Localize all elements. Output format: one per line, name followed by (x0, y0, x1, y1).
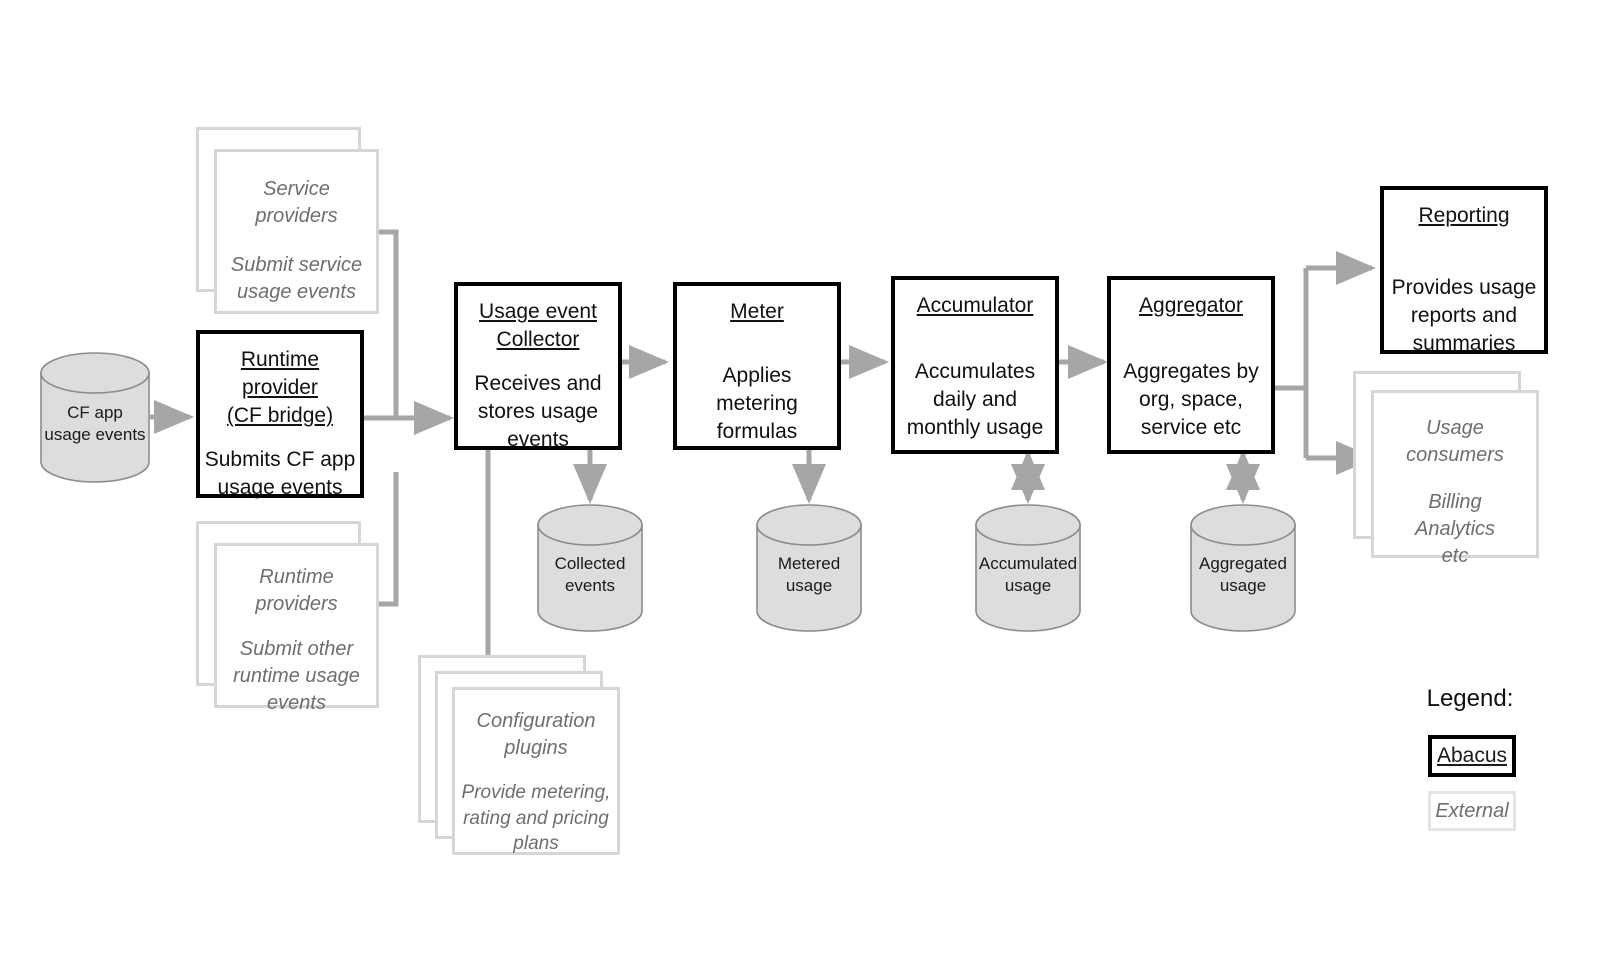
accumulated-usage-store[interactable]: Accumulated usage (975, 504, 1081, 632)
node-reporting-title: Reporting (1418, 204, 1510, 227)
runtime-providers-stack[interactable]: Runtime providers Submit other runtime u… (196, 521, 396, 716)
runtime-providers-title: Runtime providers (255, 566, 338, 615)
node-usage-event-collector-title: Usage event Collector (479, 300, 597, 351)
node-usage-event-collector-desc: Receives and stores usage events (474, 371, 602, 451)
node-reporting-desc: Provides usage reports and summaries (1391, 275, 1537, 355)
node-aggregator-title: Aggregator (1139, 294, 1243, 317)
edge-bus-to-collector (393, 363, 450, 418)
aggregated-usage-store[interactable]: Aggregated usage (1190, 504, 1296, 632)
usage-consumers-desc: Billing Analytics etc (1414, 491, 1496, 567)
configuration-plugins-desc: Provide metering, rating and pricing pla… (461, 782, 611, 855)
configuration-plugins-stack[interactable]: Configuration plugins Provide metering, … (418, 655, 648, 865)
legend-swatch-external[interactable]: External (1428, 791, 1516, 831)
node-usage-event-collector[interactable]: Usage event Collector Receives and store… (454, 282, 622, 451)
legend: Legend: Abacus External (1370, 685, 1580, 845)
collected-events-store[interactable]: Collected events (537, 504, 643, 632)
node-accumulator-desc: Accumulates daily and monthly usage (906, 359, 1044, 439)
legend-swatch-abacus[interactable]: Abacus (1428, 735, 1516, 777)
usage-consumers-stack[interactable]: Usage consumers Billing Analytics etc (1353, 371, 1553, 571)
node-runtime-provider-cf-bridge[interactable]: Runtime provider (CF bridge) Submits CF … (196, 330, 364, 499)
legend-abacus-label: Abacus (1436, 744, 1508, 767)
node-aggregator-desc: Aggregates by org, space, service etc (1123, 359, 1259, 439)
node-meter-title: Meter (730, 300, 784, 323)
usage-consumers-card-front[interactable]: Usage consumers Billing Analytics etc (1371, 390, 1539, 567)
node-aggregator[interactable]: Aggregator Aggregates by org, space, ser… (1107, 276, 1275, 454)
configuration-plugins-title: Configuration plugins (476, 710, 596, 759)
node-accumulator-title: Accumulator (916, 294, 1034, 317)
legend-title: Legend: (1426, 685, 1514, 712)
node-meter-desc: Applies metering formulas (716, 363, 798, 443)
node-runtime-provider-cf-bridge-title: Runtime provider (CF bridge) (226, 348, 334, 427)
runtime-providers-desc: Submit other runtime usage events (233, 638, 360, 714)
usage-consumers-title: Usage consumers (1406, 417, 1504, 466)
service-providers-desc: Submit service usage events (230, 254, 363, 303)
service-providers-card-front[interactable]: Service providers Submit service usage e… (214, 149, 379, 314)
node-accumulator[interactable]: Accumulator Accumulates daily and monthl… (891, 276, 1059, 454)
service-providers-stack[interactable]: Service providers Submit service usage e… (196, 127, 396, 322)
cf-app-usage-events-store[interactable]: CF app usage events (40, 352, 150, 483)
legend-external-label: External (1435, 799, 1509, 822)
runtime-providers-card-front[interactable]: Runtime providers Submit other runtime u… (214, 543, 379, 714)
node-reporting[interactable]: Reporting Provides usage reports and sum… (1380, 186, 1548, 355)
metered-usage-store[interactable]: Metered usage (756, 504, 862, 632)
node-meter[interactable]: Meter Applies metering formulas (673, 282, 841, 450)
node-runtime-provider-cf-bridge-desc: Submits CF app usage events (204, 447, 356, 499)
service-providers-title: Service providers (255, 178, 338, 227)
configuration-plugins-card-front[interactable]: Configuration plugins Provide metering, … (452, 687, 620, 855)
